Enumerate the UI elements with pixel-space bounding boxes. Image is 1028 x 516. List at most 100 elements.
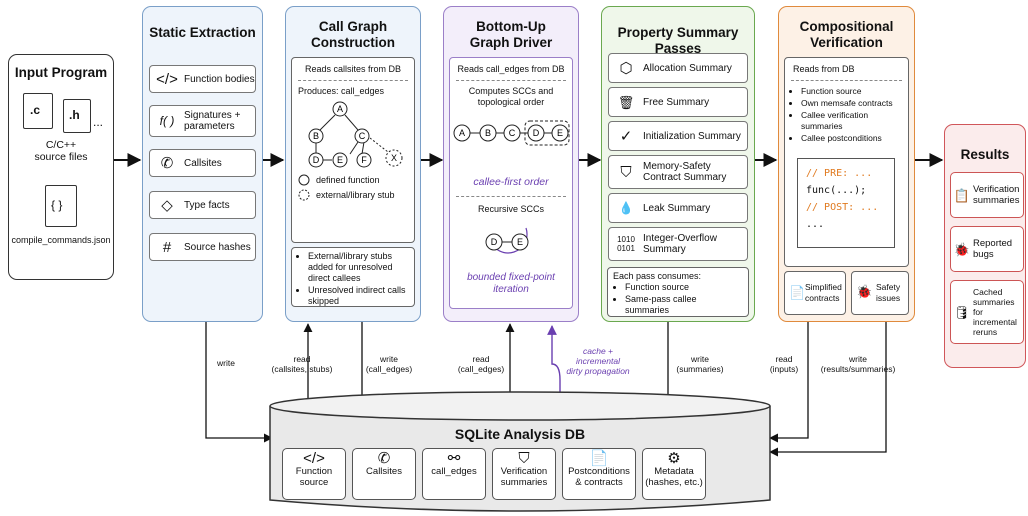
node-e: E: [337, 155, 343, 165]
drop-icon: 💧: [618, 200, 634, 215]
code-line-pre: // PRE: ...: [806, 168, 873, 179]
trash-icon: 🗑: [617, 94, 635, 110]
summary-passes-panel: Property Summary Passes ⬡ Allocation Sum…: [601, 6, 755, 322]
result-verification-summaries: 📋 Verification summaries: [950, 172, 1024, 218]
consumes-item: Function source: [625, 282, 743, 293]
cache-arrow: [547, 325, 561, 400]
pass-consumes-box: Each pass consumes: Function source Same…: [607, 267, 749, 317]
topological-chain: A B C D E: [453, 120, 570, 146]
callee-first-label: callee-first order: [473, 176, 549, 188]
json-braces: { }: [51, 198, 63, 212]
edge-label-write-static: write: [217, 358, 235, 368]
db-chip-label: Callsites: [366, 466, 402, 477]
call-graph-reads: Reads callsites from DB: [304, 64, 402, 74]
code-line-post: // POST: ...: [806, 202, 879, 213]
call-graph-produces: Produces: call_edges: [298, 86, 385, 96]
edge-label-read-call-edges: read (call_edges): [457, 354, 505, 374]
c-file-label: .c: [30, 103, 41, 117]
divider: [456, 80, 566, 81]
consumes-heading: Each pass consumes:: [613, 271, 702, 281]
verification-reads: Reads from DB: [793, 64, 855, 74]
note-item: Unresolved indirect calls skipped: [308, 285, 410, 307]
graph-driver-inner: Reads call_edges from DB Computes SCCs a…: [449, 57, 573, 309]
shield-icon: ⛉: [518, 450, 530, 467]
recursive-sccs-label: Recursive SCCs: [477, 204, 544, 214]
more-files-ellipsis: ...: [93, 115, 104, 129]
code-icon: </>: [303, 450, 325, 467]
phone-icon: ✆: [377, 450, 391, 467]
rec-node-e: E: [517, 237, 523, 247]
result-label: Reported bugs: [973, 238, 1013, 260]
code-snippet: // PRE: ... func(...); // POST: ... ...: [797, 158, 895, 248]
verification-title: Compositional Verification: [799, 19, 894, 50]
results-title: Results: [960, 147, 1010, 162]
edge-label-read-callsites: read (callsites, stubs): [271, 354, 333, 374]
db-chip-metadata: ⚙ Metadata (hashes, etc.): [642, 448, 706, 500]
db-chip-label: Metadata (hashes, etc.): [645, 466, 703, 488]
graph-driver-panel: Bottom-Up Graph Driver Reads call_edges …: [443, 6, 579, 322]
cube-icon: ⬡: [619, 59, 633, 77]
call-graph-diagram: A B C D E F X: [298, 101, 403, 201]
safety-issues-label: Safety issues: [876, 282, 901, 303]
static-item-source-hashes: # Source hashes: [149, 233, 256, 261]
db-chip-verification-summaries: ⛉ Verification summaries: [492, 448, 556, 500]
safety-issues-box: 🐞 Safety issues: [851, 271, 909, 315]
fixed-point-label: bounded fixed-point iteration: [467, 272, 555, 295]
document-icon: 📄: [589, 450, 609, 467]
recursive-scc-diagram: D E: [485, 227, 529, 254]
call-graph-inner: Reads callsites from DB Produces: call_e…: [291, 57, 415, 243]
input-program-panel: Input Program .c .h ... C/C++ source fil…: [8, 54, 114, 280]
edge-label-write-call-edges: write (call_edges): [365, 354, 413, 374]
hash-icon: #: [162, 238, 172, 256]
pass-leak: 💧 Leak Summary: [608, 193, 748, 223]
static-item-function-bodies: </> Function bodies: [149, 65, 256, 93]
db-chip-label: Function source: [295, 466, 333, 488]
pass-label: Leak Summary: [643, 202, 711, 214]
db-chip-function-source: </> Function source: [282, 448, 346, 500]
node-x: X: [391, 153, 397, 163]
c-file-icon: .c: [23, 93, 53, 129]
function-icon: f( ): [159, 113, 175, 128]
bug-icon: 🐞: [856, 284, 873, 299]
node-b: B: [313, 131, 319, 141]
database-title: SQLite Analysis DB: [454, 426, 586, 442]
db-connection-lines: [205, 322, 887, 457]
gear-icon: ⚙: [667, 450, 681, 467]
h-file-label: .h: [69, 108, 80, 122]
tag-icon: ◇: [161, 196, 173, 214]
source-files-label: C/C++ source files: [34, 139, 88, 163]
node-a: A: [337, 104, 343, 114]
database-icon: 🛢: [953, 304, 971, 320]
summary-passes-title: Property Summary Passes: [617, 25, 739, 56]
call-graph-panel: Call Graph Construction Reads callsites …: [285, 6, 421, 322]
call-graph-notes: External/library stubs added for unresol…: [291, 247, 415, 307]
chain-node: E: [557, 128, 563, 138]
legend-external: external/library stub: [316, 190, 395, 200]
graph-driver-title: Bottom-Up Graph Driver: [469, 19, 553, 50]
edge-label-cache: cache + incremental dirty propagation: [566, 346, 630, 376]
static-item-label: Source hashes: [184, 241, 251, 253]
pass-label: Memory-Safety Contract Summary: [643, 161, 727, 183]
static-item-label: Callsites: [184, 157, 222, 169]
edge-label-write-summaries: write (summaries): [676, 354, 724, 374]
static-item-callsites: ✆ Callsites: [149, 149, 256, 177]
simplified-contracts-box: 📄 Simplified contracts: [784, 271, 846, 315]
divider: [456, 196, 566, 197]
static-item-signatures: f( ) Signatures + parameters: [149, 105, 256, 137]
db-chip-call-edges: ⚯ call_edges: [422, 448, 486, 500]
static-extraction-panel: Static Extraction </> Function bodies f(…: [142, 6, 263, 322]
json-file-icon: { }: [45, 185, 77, 227]
static-extraction-title: Static Extraction: [149, 25, 256, 40]
verification-input: Own memsafe contracts: [801, 98, 908, 109]
input-program-title: Input Program: [14, 65, 108, 80]
phone-icon: ✆: [160, 154, 174, 172]
divider: [791, 80, 902, 81]
h-file-icon: .h: [63, 99, 91, 133]
graph-icon: ⚯: [447, 450, 461, 467]
result-cached-summaries: 🛢 Cached summaries for incremental rerun…: [950, 280, 1024, 344]
simplified-contracts-label: Simplified contracts: [805, 282, 842, 303]
pass-label: Integer-Overflow Summary: [643, 233, 717, 255]
chain-node: D: [533, 128, 540, 138]
result-reported-bugs: 🐞 Reported bugs: [950, 226, 1024, 272]
verification-input: Callee postconditions: [801, 133, 908, 144]
